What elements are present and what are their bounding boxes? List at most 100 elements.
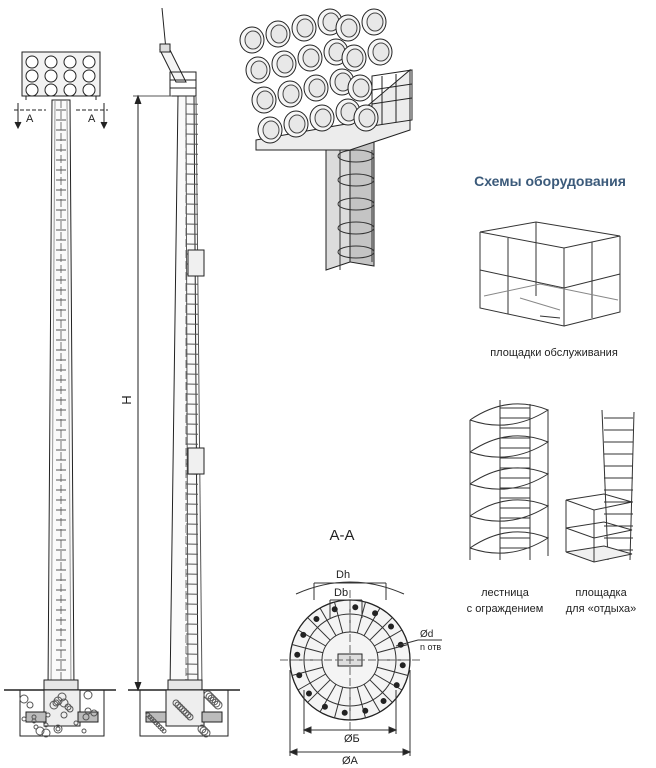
flange-bottom-dimensions <box>288 670 412 756</box>
floodlight-lamp-lens <box>340 18 358 38</box>
flange-rib <box>307 617 331 641</box>
section-title: А-А <box>329 527 354 544</box>
floodlight-lamp <box>63 69 77 83</box>
hole-diameter-label: Ød <box>420 629 433 640</box>
gravel-stone <box>59 698 69 708</box>
service-platform-drawing <box>479 221 621 327</box>
floodlight-lamp <box>25 55 39 69</box>
flange-rib <box>373 629 403 647</box>
bolt-hole <box>388 623 395 630</box>
floodlight-lamp-lens <box>308 78 326 98</box>
floodlight-lamp-lens <box>366 12 384 32</box>
floodlight-lamp-lens <box>314 108 332 128</box>
floodlight-lamp <box>44 55 58 69</box>
ladder-caption-line1: лестница <box>481 587 530 599</box>
bolt-hole <box>300 631 307 638</box>
gravel-stone <box>49 700 59 710</box>
rest-caption-line2: для «отдыха» <box>566 603 636 615</box>
floodlight-lamp-lens <box>256 90 274 110</box>
rest-caption-line1: площадка <box>575 587 627 599</box>
height-label: H <box>119 395 134 404</box>
bolt-hole <box>341 709 348 716</box>
floodlight-lamp <box>82 69 96 83</box>
bolt-hole <box>380 698 387 705</box>
gravel-stone <box>174 701 182 709</box>
dh-label: Dh <box>336 569 350 581</box>
floodlight-lamp <box>44 69 58 83</box>
gravel-stone <box>82 713 90 721</box>
gravel-stone <box>180 707 188 715</box>
diameter-a-label: ØА <box>342 755 359 767</box>
floodlight-lamp-lens <box>296 18 314 38</box>
section-mark-left: А <box>26 113 34 125</box>
equipment-title: Схемы оборудования <box>474 173 626 189</box>
gravel-stone <box>211 698 221 708</box>
floodlight-lamp-lens <box>270 24 288 44</box>
mast-side-view <box>159 7 205 691</box>
flange-rib <box>307 679 331 703</box>
floodlight-lamp-lens <box>346 48 364 68</box>
foundation-middle <box>128 689 240 738</box>
gravel-stone <box>66 705 74 713</box>
bolt-hole <box>331 606 338 613</box>
flange-rib <box>363 683 381 713</box>
gravel-stone <box>90 709 98 717</box>
height-dimension <box>133 94 172 692</box>
flange-top-dimensions <box>295 581 405 618</box>
gravel-stone <box>201 728 211 738</box>
cage-hoop <box>469 403 550 426</box>
gravel-stone <box>26 701 34 709</box>
gravel-stone <box>52 699 60 707</box>
cage-hoop <box>469 435 550 458</box>
gravel-stone <box>172 699 180 707</box>
flange-rib <box>356 601 367 634</box>
floodlight-lamp-lens <box>288 114 306 134</box>
floodlight-lamp-lens <box>262 120 280 140</box>
caged-ladder-drawing <box>469 400 550 560</box>
flange-rib <box>369 679 393 703</box>
gravel-stone <box>199 726 209 736</box>
ladder-caption-line2: с ограждением <box>467 603 544 615</box>
gravel-stone <box>41 728 51 738</box>
flange-rib <box>291 643 324 654</box>
floodlight-lamp-lens <box>276 54 294 74</box>
floodlight-head-3d <box>239 8 413 271</box>
rest-platform-drawing <box>565 409 635 563</box>
floodlight-lamp-lens <box>244 30 262 50</box>
gravel-stone <box>31 718 37 724</box>
gravel-stone <box>186 713 194 721</box>
gravel-stone <box>43 722 49 728</box>
bolt-hole <box>296 672 303 679</box>
hole-leader <box>395 639 442 647</box>
floodlight-lamp <box>25 69 39 83</box>
gravel-stone <box>19 694 29 704</box>
gravel-stone <box>73 720 79 726</box>
db-label: Db <box>334 587 348 599</box>
gravel-stone <box>21 716 27 722</box>
floodlight-lamp <box>82 55 96 69</box>
floodlight-lamp-lens <box>282 84 300 104</box>
gravel-stone <box>213 700 223 710</box>
floodlight-lamp-lens <box>250 60 268 80</box>
platforms-caption: площадки обслуживания <box>490 347 618 359</box>
flange-rib <box>319 607 337 637</box>
gravel-stone <box>55 726 61 732</box>
flange-rib <box>376 666 409 677</box>
mast-front-view <box>14 51 108 691</box>
cage-hoop <box>469 467 550 490</box>
floodlight-lamp <box>25 83 39 97</box>
hole-count-label: n отв <box>420 642 441 652</box>
bolt-hole <box>305 690 312 697</box>
bolt-hole <box>294 651 301 658</box>
floodlight-lamp <box>63 55 77 69</box>
bolt-hole <box>352 604 359 611</box>
bolt-hole <box>362 707 369 714</box>
flange-rib <box>297 673 327 691</box>
gravel-stone <box>81 728 87 734</box>
gravel-stone <box>53 724 63 734</box>
flange-rib <box>333 686 344 719</box>
gravel-stone <box>84 707 92 715</box>
floodlight-lamp <box>63 83 77 97</box>
